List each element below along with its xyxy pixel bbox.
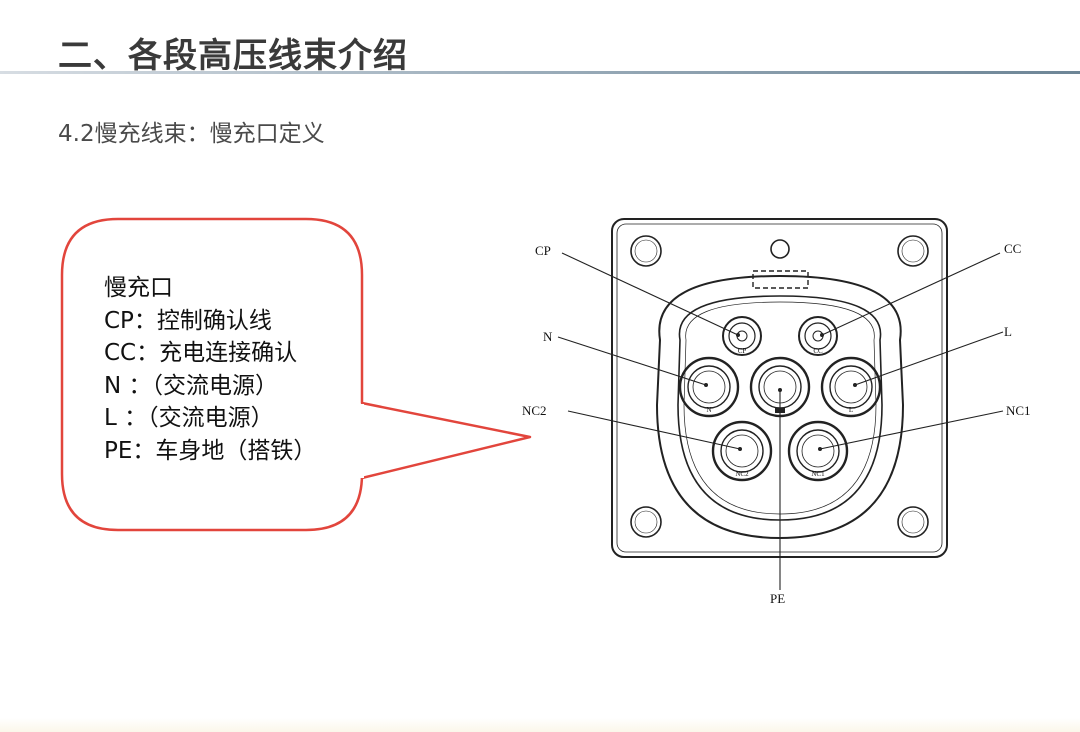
mount-hole-top-left xyxy=(630,235,662,267)
pin-mark-n: N xyxy=(706,406,711,414)
callout-shape xyxy=(60,217,532,532)
callout-heading: 慢充口 xyxy=(104,275,173,301)
callout-line-pe: PE：车身地（搭铁） xyxy=(104,437,317,464)
leader-lines xyxy=(557,252,1004,590)
bottom-decoration xyxy=(0,718,1080,732)
pin-nc2 xyxy=(711,420,773,482)
label-nc2: NC2 xyxy=(522,403,547,418)
callout-line-l: L ：（交流电源） xyxy=(104,405,274,431)
pin-mark-l: L xyxy=(849,406,853,414)
label-n: N xyxy=(543,329,553,344)
label-cp: CP xyxy=(535,243,551,258)
slide-title: 二、各段高压线束介绍 xyxy=(58,36,408,76)
mount-hole-top-center xyxy=(770,239,790,259)
callout-text: 慢充口 CP：控制确认线 CC：充电连接确认 N ：（交流电源） L ：（交流电… xyxy=(104,272,316,467)
label-nc1: NC1 xyxy=(1006,403,1031,418)
mount-hole-bottom-right xyxy=(897,506,929,538)
housing-inner-lip xyxy=(683,301,877,515)
mount-hole-top-right xyxy=(897,235,929,267)
label-cc: CC xyxy=(1004,241,1021,256)
callout-line-n: N ：（交流电源） xyxy=(104,372,279,399)
pin-n xyxy=(678,356,740,418)
callout-line-cp: CP：控制确认线 xyxy=(104,307,272,334)
label-pe: PE xyxy=(770,591,785,606)
pe-symbol xyxy=(775,408,785,413)
pin-mark-nc2: NC2 xyxy=(735,470,749,478)
pin-mark-nc1: NC1 xyxy=(811,470,825,478)
pin-nc1 xyxy=(787,420,849,482)
slide-subtitle: 4.2慢充线束：慢充口定义 xyxy=(58,121,325,147)
pin-l xyxy=(820,356,882,418)
pin-mark-cc: CC xyxy=(813,347,823,355)
title-divider xyxy=(0,71,1080,74)
mounting-holes xyxy=(630,235,929,538)
pin-mark-cp: CP xyxy=(738,347,747,355)
callout-line-cc: CC：充电连接确认 xyxy=(104,340,298,366)
label-l: L xyxy=(1004,324,1012,339)
mount-hole-bottom-left xyxy=(630,506,662,538)
housing-inner xyxy=(677,295,883,521)
housing-outer xyxy=(655,274,905,540)
latch-slot xyxy=(752,270,809,289)
